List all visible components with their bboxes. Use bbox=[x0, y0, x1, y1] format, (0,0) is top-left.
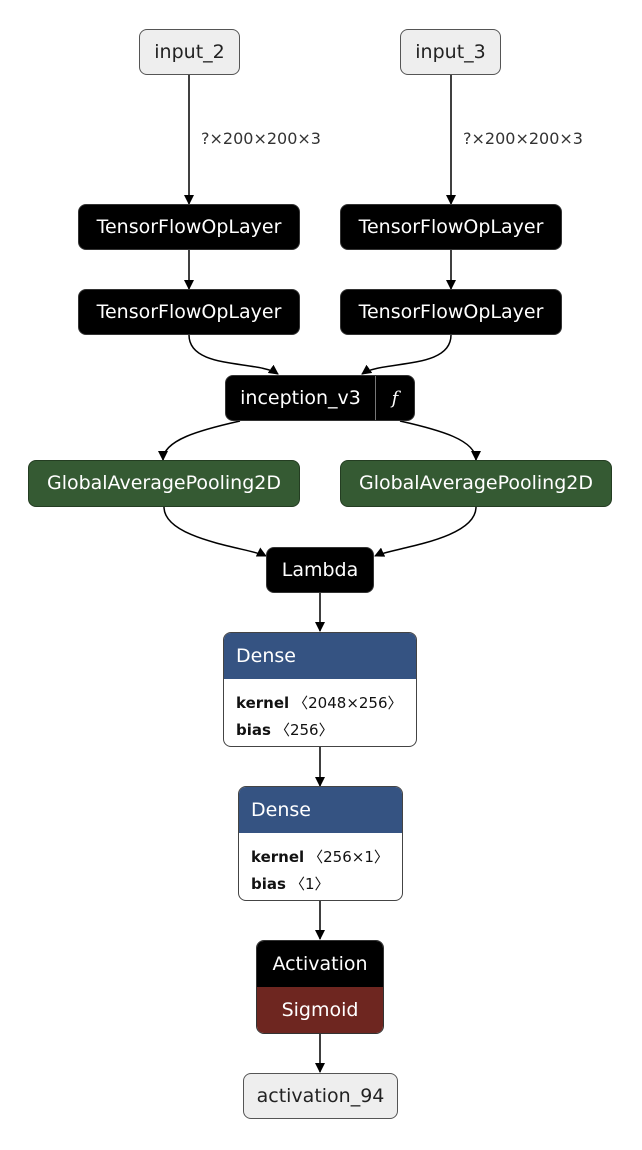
edge-pool-lambda-right bbox=[374, 506, 477, 557]
dense-2-kernel-shape: 〈256×1〉 bbox=[308, 848, 389, 866]
dense-2-kernel-label: kernel bbox=[251, 847, 305, 866]
tensorflow-op-layer-left-1[interactable]: TensorFlowOpLayer bbox=[78, 204, 300, 250]
global-average-pooling-left[interactable]: GlobalAveragePooling2D bbox=[28, 460, 300, 507]
lambda-node[interactable]: Lambda bbox=[266, 547, 374, 593]
dense-1-title: Dense bbox=[224, 633, 416, 679]
dense-2-bias-shape: 〈1〉 bbox=[289, 875, 330, 893]
dense-1-kernel-shape: 〈2048×256〉 bbox=[293, 694, 403, 712]
function-icon[interactable]: f bbox=[391, 387, 399, 409]
dense-1-bias-label: bias bbox=[236, 720, 271, 739]
activation-function: Sigmoid bbox=[257, 987, 383, 1033]
inception-v3-node[interactable]: inception_v3 f bbox=[225, 375, 415, 421]
output-node-activation-94[interactable]: activation_94 bbox=[243, 1073, 398, 1119]
dense-1-kernel-row: kernel 〈2048×256〉 bbox=[236, 689, 404, 716]
activation-node[interactable]: Activation Sigmoid bbox=[256, 940, 384, 1034]
dense-2-kernel-row: kernel 〈256×1〉 bbox=[251, 843, 390, 870]
input-3-node[interactable]: input_3 bbox=[400, 29, 501, 75]
dense-1-bias-shape: 〈256〉 bbox=[274, 721, 334, 739]
dense-node-2[interactable]: Dense kernel 〈256×1〉 bias 〈1〉 bbox=[238, 786, 403, 901]
tensorflow-op-layer-right-2[interactable]: TensorFlowOpLayer bbox=[340, 289, 562, 335]
tensorflow-op-layer-right-1[interactable]: TensorFlowOpLayer bbox=[340, 204, 562, 250]
dense-node-1[interactable]: Dense kernel 〈2048×256〉 bias 〈256〉 bbox=[223, 632, 417, 747]
tensorflow-op-layer-left-2[interactable]: TensorFlowOpLayer bbox=[78, 289, 300, 335]
inception-v3-label: inception_v3 bbox=[240, 387, 361, 409]
edge-label-input-3-shape: ?×200×200×3 bbox=[463, 129, 583, 148]
activation-title: Activation bbox=[257, 941, 383, 987]
global-average-pooling-right[interactable]: GlobalAveragePooling2D bbox=[340, 460, 612, 507]
dense-2-bias-label: bias bbox=[251, 874, 286, 893]
dense-1-kernel-label: kernel bbox=[236, 693, 290, 712]
dense-2-bias-row: bias 〈1〉 bbox=[251, 870, 390, 897]
edge-label-input-2-shape: ?×200×200×3 bbox=[201, 129, 321, 148]
edge-pool-lambda-left bbox=[163, 506, 267, 557]
dense-2-title: Dense bbox=[239, 787, 402, 833]
edge-tfop-inception-left bbox=[188, 334, 279, 375]
edge-inception-pool-left bbox=[158, 420, 241, 461]
input-2-node[interactable]: input_2 bbox=[139, 29, 240, 75]
edge-tfop-inception-right bbox=[361, 334, 452, 375]
dense-1-bias-row: bias 〈256〉 bbox=[236, 716, 404, 743]
inception-divider bbox=[375, 376, 376, 420]
edge-inception-pool-right bbox=[399, 420, 481, 461]
